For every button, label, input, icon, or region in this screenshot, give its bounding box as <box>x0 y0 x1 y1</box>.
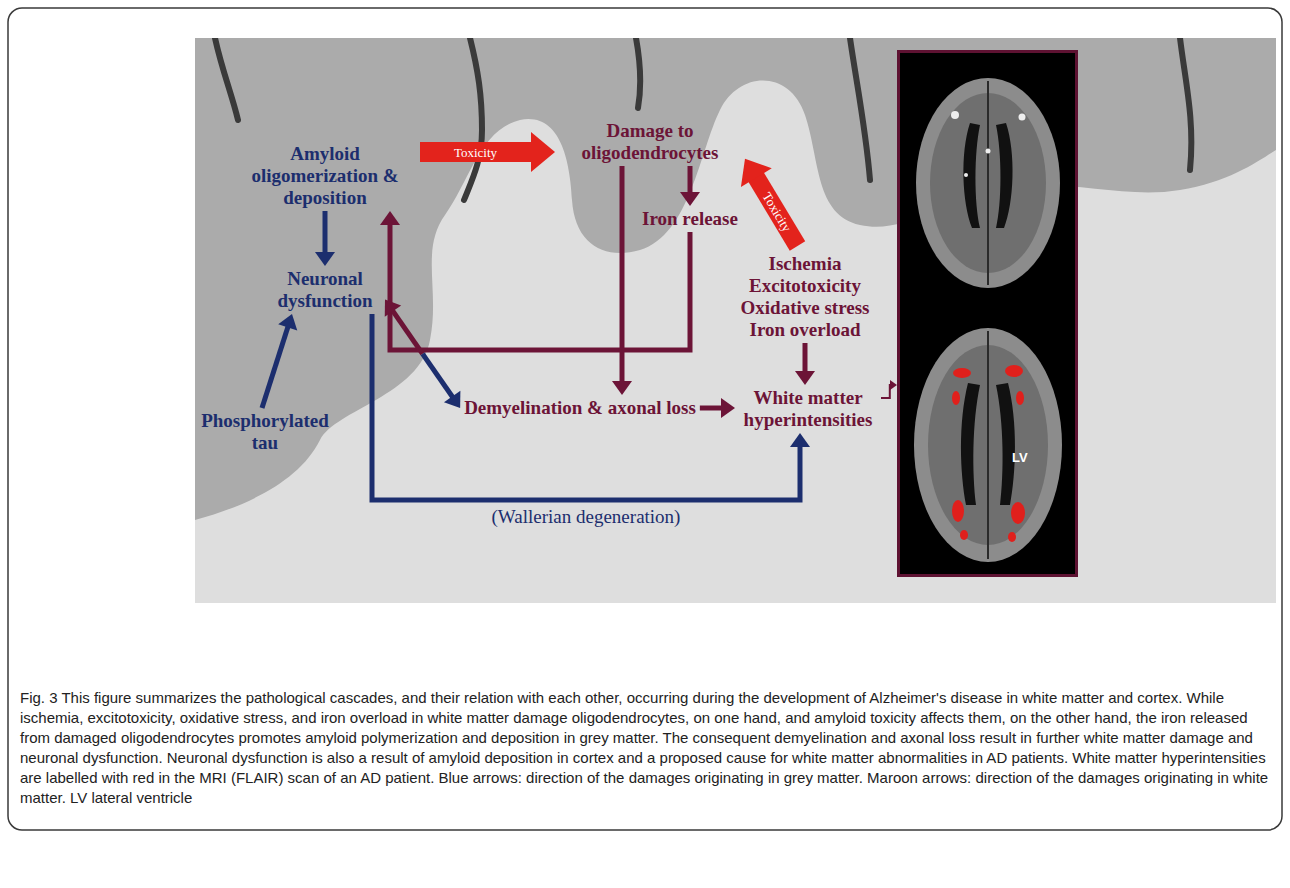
connector <box>741 159 798 246</box>
connector-line <box>423 354 454 399</box>
hyperintensity-red <box>1016 391 1024 405</box>
pathology-node: Ischemia Excitotoxicity Oxidative stress… <box>730 246 880 343</box>
white-matter <box>195 81 1276 603</box>
connector <box>385 300 461 408</box>
hyperintensity <box>951 111 959 119</box>
pathology-node: White matter hyperintensities <box>735 385 881 433</box>
sulcus <box>636 38 640 108</box>
node-text: Phosphorylated tau <box>194 410 336 454</box>
hyperintensity-red <box>952 500 964 522</box>
figure-caption: Fig. 3 This figure summarizes the pathol… <box>20 688 1270 808</box>
node-text: White matter hyperintensities <box>739 387 877 431</box>
pathology-node: Phosphorylated tau <box>190 408 340 456</box>
connector-line <box>372 314 800 500</box>
node-text: Ischemia Excitotoxicity Oxidative stress… <box>734 253 876 341</box>
brain-section <box>195 38 1276 603</box>
connector <box>420 132 555 172</box>
connector-line <box>803 343 808 374</box>
connector <box>612 166 632 395</box>
anatomy-label: LV <box>1012 450 1028 465</box>
pathology-node: Amyloid oligomerization & deposition <box>230 141 420 211</box>
connector-line <box>688 166 693 195</box>
connector <box>380 211 690 350</box>
connector <box>315 211 335 266</box>
sulcus <box>464 38 482 200</box>
figure-frame <box>8 8 1282 830</box>
arrow-head <box>790 433 810 447</box>
hyperintensity <box>986 149 991 154</box>
ventricle <box>996 383 1015 505</box>
pathology-node: Neuronal dysfunction <box>265 266 385 314</box>
arrow-head <box>444 391 460 408</box>
connector <box>881 380 897 398</box>
node-text: Neuronal dysfunction <box>269 268 381 312</box>
node-text: Damage to oligodendrocytes <box>559 120 741 164</box>
mri-scan <box>900 53 1075 574</box>
brain-slice <box>916 78 1060 288</box>
connector-line <box>391 309 422 354</box>
edge-label-box: (Wallerian degeneration) <box>492 506 681 528</box>
connector-line <box>420 142 536 162</box>
connector-line <box>881 385 891 398</box>
sulcus <box>1180 38 1191 170</box>
node-text: Iron release <box>634 208 746 230</box>
hyperintensity-red <box>953 368 971 378</box>
mri-background <box>900 53 1075 574</box>
node-text: Demyelination & axonal loss <box>464 397 696 419</box>
hyperintensity-red <box>1011 502 1025 524</box>
arrow-head <box>278 314 297 330</box>
connector-line <box>700 406 724 411</box>
hyperintensity <box>1019 114 1026 121</box>
toxicity-label: Toxicity <box>454 145 497 160</box>
hyperintensity-red <box>960 530 968 540</box>
connector-line <box>754 174 797 246</box>
node-text: Amyloid oligomerization & deposition <box>234 143 416 209</box>
arrow-head <box>795 371 815 385</box>
connector <box>262 314 297 408</box>
connector <box>680 166 700 206</box>
arrow-head <box>531 132 555 172</box>
arrow-head <box>385 300 401 317</box>
pathology-node: Damage to oligodendrocytes <box>555 118 745 166</box>
connector <box>795 343 815 385</box>
midline <box>987 81 989 285</box>
sulcus <box>850 38 870 180</box>
edge-label-box: Toxicity <box>454 145 497 160</box>
connector-line <box>262 325 289 408</box>
connector-line <box>620 166 625 384</box>
hyperintensity-red <box>1008 532 1016 542</box>
arrow-head <box>741 159 772 187</box>
pathology-node: Iron release <box>630 206 750 232</box>
pathology-node: Demyelination & axonal loss <box>460 395 700 421</box>
connector <box>372 314 810 500</box>
arrow-head <box>680 192 700 206</box>
arrow-head <box>612 381 632 395</box>
arrow-head <box>721 398 735 418</box>
ventricle <box>961 383 980 505</box>
hyperintensity <box>964 173 968 177</box>
sulcus <box>215 38 238 120</box>
ventricle <box>996 123 1013 228</box>
connector-line <box>323 211 328 255</box>
toxicity-label: Toxicity <box>759 189 794 234</box>
arrow-head <box>890 380 897 390</box>
connector-line <box>390 222 690 350</box>
grey-matter <box>195 38 1276 603</box>
ventricle <box>963 123 980 228</box>
arrow-head <box>380 211 400 225</box>
hyperintensity-red <box>952 391 960 405</box>
midline <box>987 331 989 559</box>
connector <box>700 398 735 418</box>
mri-panel: LV <box>897 50 1078 577</box>
arrow-head <box>315 252 335 266</box>
hyperintensity-red <box>1005 365 1023 377</box>
edge-label: (Wallerian degeneration) <box>492 506 681 528</box>
brain-slice <box>914 328 1062 562</box>
edge-label-box: Toxicity <box>759 189 794 234</box>
